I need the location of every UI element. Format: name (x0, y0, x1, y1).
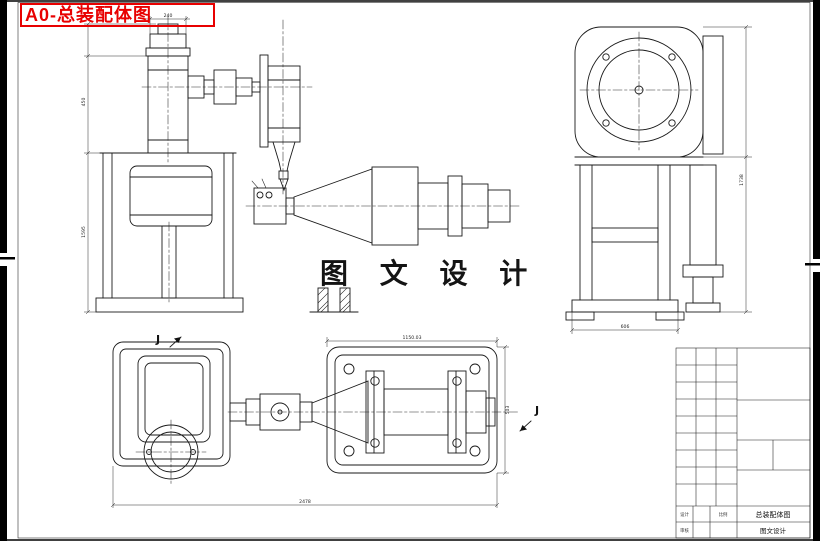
title-block-company: 图文设计 (760, 526, 787, 535)
dim-side-width: 606 (621, 324, 630, 330)
frame-center-tick-left (0, 257, 15, 260)
section-label-j-right: J (534, 404, 539, 417)
plan-view-dimensions (110, 337, 509, 508)
dim-side-height: 1738 (739, 174, 745, 186)
title-block-drawing-title: 总装配体图 (756, 510, 791, 519)
title-block-label-scale: 比例 (719, 511, 728, 518)
watermark-text: 图 文 设 计 (320, 257, 539, 290)
dim-plan-plate-width: 1150.03 (403, 335, 422, 341)
front-view (95, 15, 313, 313)
plan-view (112, 341, 521, 485)
section-arrows (169, 336, 532, 432)
frame-center-tick-right (805, 263, 820, 266)
dim-front-height-total: 1595 (81, 226, 87, 238)
title-block-label-design: 设计 (680, 511, 689, 518)
title-block-label-check: 审核 (680, 527, 689, 534)
inner-border (17, 2, 811, 539)
dim-front-height-upper: 450 (81, 98, 87, 107)
side-view-dimensions (569, 24, 752, 334)
dim-front-top-width: 240 (164, 13, 173, 19)
drawing-type-label: A0-总装配体图 (20, 3, 215, 27)
dim-plan-plate-depth: 503 (505, 406, 511, 415)
horn-assembly-view (245, 166, 521, 313)
support-hatching (317, 287, 351, 313)
front-view-dimensions (84, 16, 190, 315)
dim-plan-total-length: 2478 (299, 499, 311, 505)
title-block (675, 347, 811, 539)
side-view (565, 26, 724, 321)
section-label-j-plan: J (155, 333, 160, 346)
